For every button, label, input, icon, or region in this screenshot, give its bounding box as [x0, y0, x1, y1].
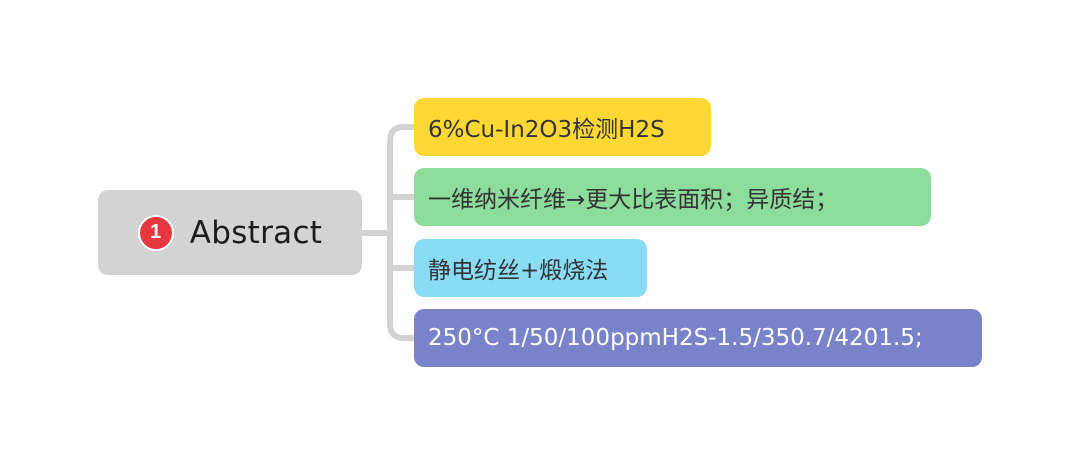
- child-node-label: 静电纺丝+煅烧法: [428, 258, 609, 284]
- root-node-label: Abstract: [189, 214, 323, 251]
- priority-1-badge-icon: 1: [137, 214, 174, 251]
- root-node-abstract[interactable]: 1 Abstract: [98, 190, 362, 275]
- child-node-structure[interactable]: 一维纳米纤维→更大比表面积；异质结；: [414, 168, 931, 226]
- child-node-performance[interactable]: 250°C 1/50/100ppmH2S-1.5/350.7/4201.5;: [414, 309, 982, 367]
- child-node-label: 一维纳米纤维→更大比表面积；异质结；: [428, 187, 839, 213]
- child-node-label: 250°C 1/50/100ppmH2S-1.5/350.7/4201.5;: [428, 325, 923, 351]
- child-node-label: 6%Cu-In2O3检测H2S: [428, 117, 665, 143]
- child-node-method[interactable]: 静电纺丝+煅烧法: [414, 239, 647, 297]
- child-node-material[interactable]: 6%Cu-In2O3检测H2S: [414, 98, 711, 156]
